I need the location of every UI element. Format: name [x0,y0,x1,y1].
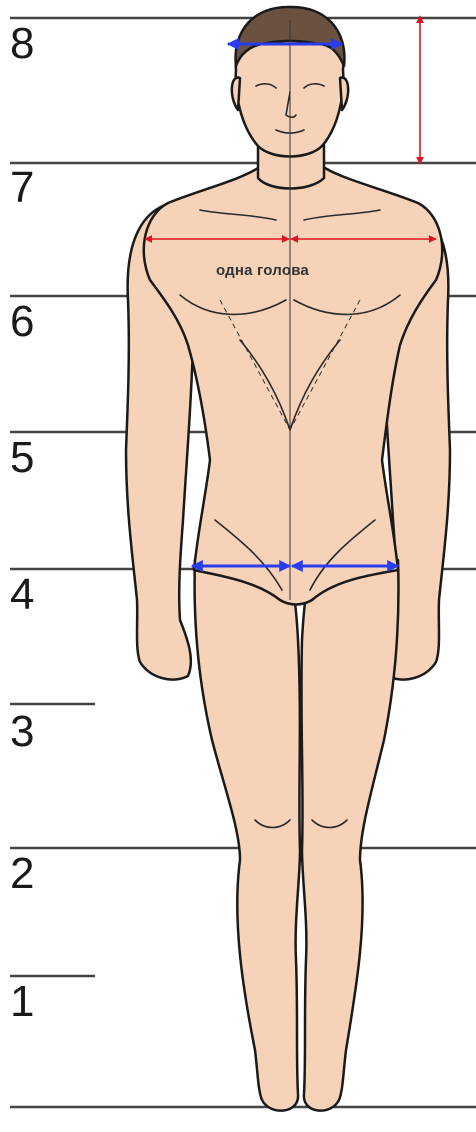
scale-mark-1: 1 [10,980,34,1024]
human-figure [126,7,450,1111]
right-ear [340,78,348,110]
scale-mark-3: 3 [10,710,34,754]
left-leg [195,560,300,1111]
scale-mark-4: 4 [10,573,34,617]
scale-mark-7: 7 [10,166,34,210]
scale-mark-8: 8 [10,22,34,66]
scale-mark-2: 2 [10,852,34,896]
left-ear [232,78,240,110]
scale-mark-6: 6 [10,300,34,344]
scale-mark-5: 5 [10,436,34,480]
one-head-label: одна голова [216,262,309,279]
right-leg [301,560,398,1111]
